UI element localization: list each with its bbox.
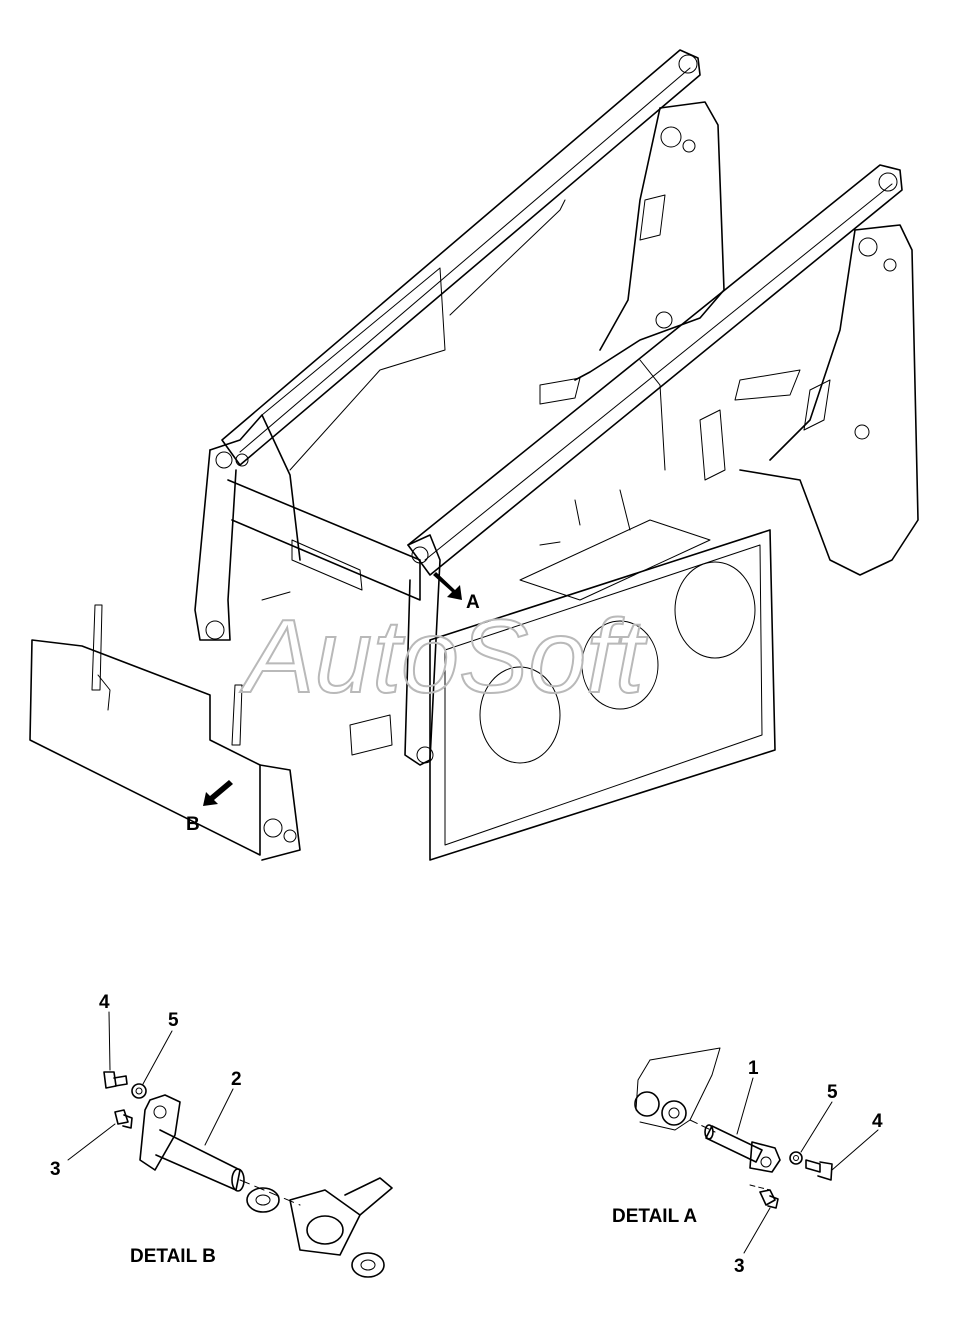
lift-arm-assembly bbox=[194, 49, 919, 861]
detail-a-callout-5: 5 bbox=[827, 1082, 838, 1103]
detail-a-leader-4 bbox=[831, 1129, 879, 1171]
detail-a-callout-3: 3 bbox=[734, 1256, 745, 1277]
arrow-a bbox=[433, 572, 462, 600]
detail-b-callout-5: 5 bbox=[168, 1010, 179, 1031]
detail-a-callout-1: 1 bbox=[748, 1058, 759, 1079]
detail-a-leader-3 bbox=[743, 1207, 771, 1254]
detail-b-callout-3: 3 bbox=[50, 1159, 61, 1180]
detail-b-leader-4 bbox=[108, 1011, 111, 1071]
detail-a-leader-1 bbox=[736, 1077, 754, 1135]
watermark: AutoSoft bbox=[239, 599, 648, 715]
label-a: A bbox=[466, 592, 480, 613]
detail-a-leader-5 bbox=[800, 1101, 833, 1153]
detail-b-callout-2: 2 bbox=[231, 1069, 242, 1090]
detail-b-caption: DETAIL B bbox=[130, 1246, 216, 1267]
label-b: B bbox=[186, 814, 200, 835]
detail-a-caption: DETAIL A bbox=[612, 1206, 697, 1227]
detail-a-callout-4: 4 bbox=[872, 1111, 883, 1132]
detail-b-callout-4: 4 bbox=[99, 992, 110, 1013]
arrow-b bbox=[203, 780, 233, 806]
detail-b-leader-3 bbox=[67, 1123, 116, 1161]
attachment-plate bbox=[29, 604, 301, 861]
detail-b-drawing bbox=[103, 1071, 393, 1278]
detail-a-drawing bbox=[634, 1047, 833, 1209]
detail-b-leader-2 bbox=[204, 1088, 234, 1146]
detail-b-leader-5 bbox=[142, 1030, 173, 1085]
